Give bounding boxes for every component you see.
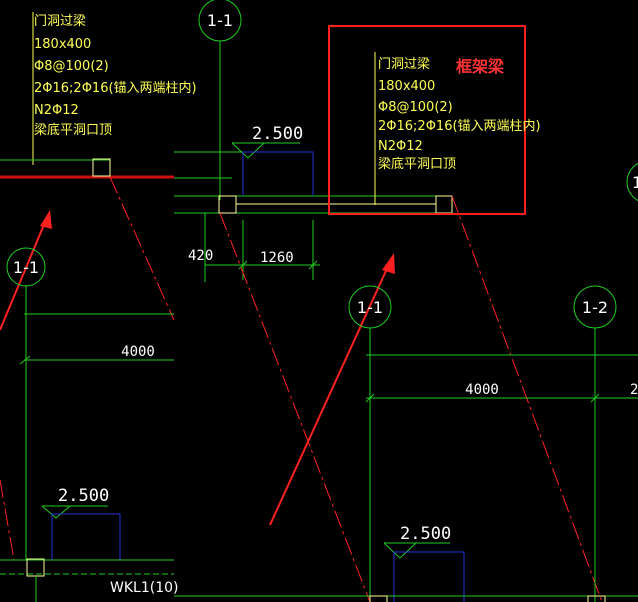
left-column (92, 158, 111, 177)
right-column-right (435, 195, 453, 214)
right-level-mark-top-text: 2.500 (252, 124, 303, 144)
left-annotation-line-4: 2Φ16;2Φ16(锚入两端柱内) (34, 80, 197, 96)
left-annotation-line-3: Φ8@100(2) (34, 59, 109, 74)
right-level-mark-bottom-text: 2.500 (400, 524, 451, 544)
right-hidden-line-2 (451, 195, 603, 602)
left-annotation-line-2: 180x400 (34, 37, 91, 52)
right-dimension-text: 4000 (465, 382, 499, 398)
right-dim-420: 420 (188, 248, 213, 264)
right-highlight-arrow (269, 253, 395, 526)
left-highlight-arrow (0, 210, 52, 331)
right-annotation-line-6: 梁底平洞口顶 (378, 156, 456, 172)
right-annotation-block: 门洞过梁 180x400 Φ8@100(2) 2Φ16;2Φ16(锚入两端柱内)… (374, 52, 541, 205)
right-column-left (218, 195, 237, 214)
right-axis-bubble-c (626, 162, 638, 202)
left-bottom-column (26, 558, 45, 577)
right-bottom-column-a (369, 595, 388, 602)
left-level-mark: 2.500 (41, 486, 109, 519)
right-axis-label-c: 1 (632, 173, 638, 192)
right-axis-label-top: 1-1 (207, 11, 233, 30)
right-dimension-partial: 2 (630, 382, 638, 398)
left-annotation-line-1: 门洞过梁 (34, 14, 86, 29)
right-blue-beam-top (242, 151, 314, 196)
right-level-mark-top: 2.500 (231, 124, 303, 159)
left-level-mark-text: 2.500 (58, 486, 109, 506)
left-annotation-line-5: N2Φ12 (34, 103, 79, 118)
highlight-callout-box (328, 25, 526, 215)
callout-label-frame-beam: 框架梁 (456, 57, 505, 76)
left-annotation-line-6: 梁底平洞口顶 (34, 122, 112, 138)
left-dim-tick (19, 355, 31, 365)
right-small-dim-tick-2 (308, 260, 318, 270)
right-dim-tick-a (365, 393, 375, 403)
left-dimension-text: 4000 (121, 344, 155, 360)
left-axis-bubble (6, 247, 46, 287)
left-blue-beam (51, 513, 121, 560)
right-annotation-line-4: 2Φ16;2Φ16(锚入两端柱内) (378, 118, 541, 134)
left-panel: 门洞过梁 180x400 Φ8@100(2) 2Φ16;2Φ16(锚入两端柱内)… (0, 12, 197, 602)
right-annotation-line-3: Φ8@100(2) (378, 100, 453, 115)
right-annotation-line-2: 180x400 (378, 79, 435, 94)
left-beam-tag: WKL1(10) (110, 580, 178, 596)
right-hidden-line-1 (219, 212, 371, 602)
right-annotation-line-1: 门洞过梁 (378, 57, 430, 72)
right-axis-label-b: 1-2 (582, 298, 608, 317)
right-panel: 1-1 2.500 420 1260 (174, 0, 638, 602)
left-axis-label: 1-1 (13, 258, 39, 277)
right-dim-1260: 1260 (260, 250, 294, 266)
right-bottom-column-b (587, 595, 606, 602)
left-hidden-line-lower (0, 479, 15, 561)
right-dim-tick-b (590, 393, 600, 403)
right-annotation-line-5: N2Φ12 (378, 139, 423, 154)
right-level-mark-bottom: 2.500 (383, 524, 451, 559)
left-annotation-block: 门洞过梁 180x400 Φ8@100(2) 2Φ16;2Φ16(锚入两端柱内)… (32, 12, 197, 165)
right-axis-label-a: 1-1 (357, 298, 383, 317)
right-blue-beam-bottom (393, 551, 465, 602)
right-small-dim-tick-1 (238, 260, 248, 270)
left-hidden-line (109, 176, 175, 321)
